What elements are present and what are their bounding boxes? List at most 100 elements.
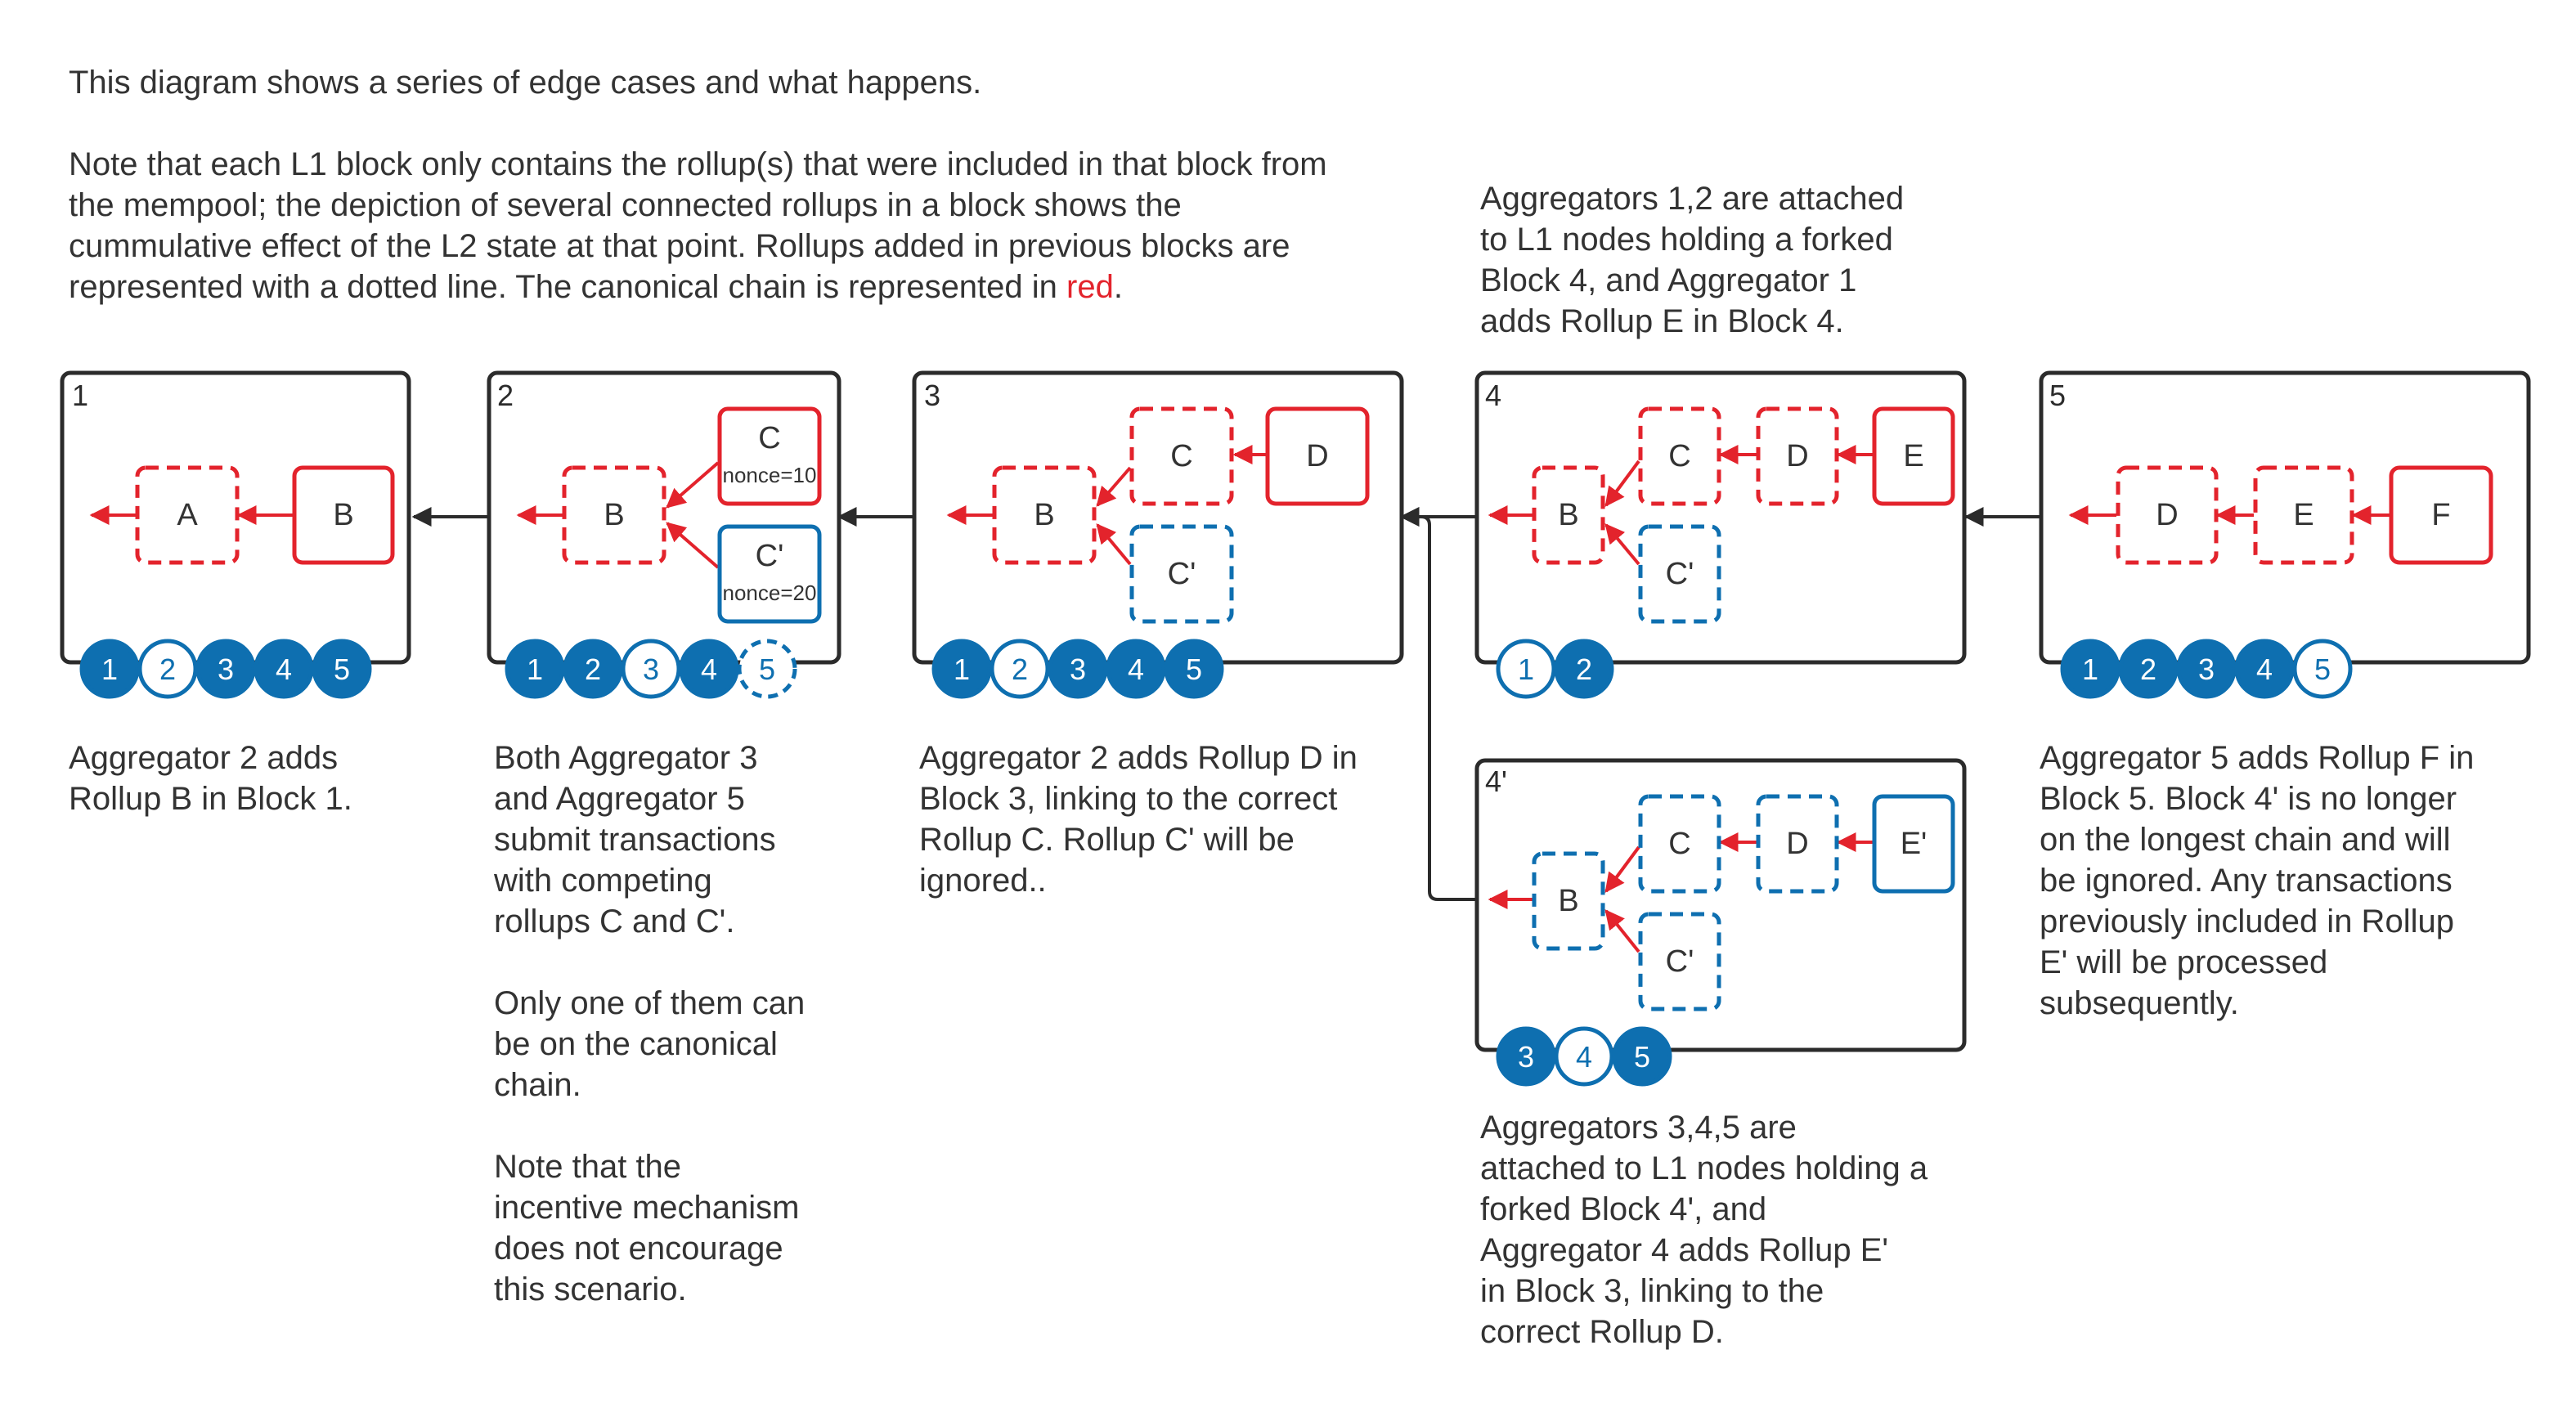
caption-block-1: Aggregator 2 adds Rollup B in Block 1. bbox=[69, 740, 352, 817]
aggregator-badge bbox=[2234, 639, 2295, 699]
aggregator-badge bbox=[990, 639, 1050, 699]
rollup-c-label: C bbox=[1668, 827, 1690, 861]
aggregator-badge-label: 2 bbox=[1012, 652, 1028, 686]
aggregator-badge-label: 5 bbox=[759, 652, 775, 686]
rollup-c-label: C bbox=[758, 421, 780, 455]
block-4-label: 4 bbox=[1485, 379, 1501, 412]
aggregator-badge-label: 5 bbox=[2314, 652, 2331, 686]
block-3-label: 3 bbox=[924, 379, 940, 412]
aggregator-badge bbox=[737, 639, 797, 699]
aggregator-badge-label: 3 bbox=[643, 652, 659, 686]
rollup-link bbox=[666, 461, 720, 509]
rollup-c-prime bbox=[717, 524, 822, 624]
aggregator-badge-label: 1 bbox=[954, 652, 970, 686]
rollup-b-label: B bbox=[333, 498, 353, 532]
rollup-b bbox=[292, 465, 395, 565]
aggregator-badge bbox=[931, 639, 992, 699]
block-5-content: D E F bbox=[2068, 465, 2493, 565]
aggregator-badge bbox=[79, 639, 140, 699]
aggregator-badge bbox=[1612, 1026, 1672, 1087]
aggregator-badge-label: 5 bbox=[1186, 652, 1202, 686]
block-1-content: A B bbox=[89, 465, 395, 565]
aggregator-badge bbox=[679, 639, 739, 699]
aggregator-badge bbox=[312, 639, 372, 699]
rollup-e bbox=[2253, 465, 2354, 565]
intro-note: Note that each L1 block only contains th… bbox=[69, 144, 1327, 307]
rollup-link bbox=[1096, 523, 1132, 566]
aggregator-badge bbox=[2176, 639, 2237, 699]
rollup-c-prime bbox=[1129, 524, 1234, 624]
rollup-d bbox=[1265, 406, 1370, 506]
block-labels: 1 2 3 4 4' 5 bbox=[72, 379, 2066, 798]
aggregator-badge-label: 3 bbox=[2198, 652, 2215, 686]
aggregator-badge bbox=[137, 639, 198, 699]
block-1-label: 1 bbox=[72, 379, 88, 412]
rollup-c-prime-label: C' bbox=[1666, 944, 1694, 979]
rollup-link bbox=[1604, 909, 1640, 953]
rollup-a bbox=[135, 465, 240, 565]
rollup-d-label: D bbox=[1786, 439, 1808, 473]
rollup-b-label: B bbox=[1034, 498, 1054, 532]
rollup-b bbox=[992, 465, 1097, 565]
aggregator-badge-label: 4 bbox=[276, 652, 292, 686]
rollup-d bbox=[1756, 794, 1839, 894]
rollup-d-label: D bbox=[2156, 498, 2178, 532]
rollup-e bbox=[1872, 406, 1955, 506]
rollup-b bbox=[562, 465, 666, 565]
intro-note-red-word: red bbox=[1066, 269, 1114, 305]
rollup-c-prime-label: C' bbox=[1666, 557, 1694, 591]
intro-note-end: . bbox=[1113, 269, 1123, 305]
block-5-label: 5 bbox=[2049, 379, 2066, 412]
aggregator-badge-label: 4 bbox=[1128, 652, 1144, 686]
block-3-content: B C C' D bbox=[946, 406, 1370, 624]
aggregator-badge bbox=[1554, 1026, 1614, 1087]
aggregator-badge bbox=[1048, 639, 1108, 699]
aggregator-badge bbox=[1106, 639, 1166, 699]
caption-block-4-prime: Aggregators 3,4,5 are attached to L1 nod… bbox=[1480, 1110, 1928, 1350]
aggregator-badge bbox=[2292, 639, 2353, 699]
rollup-e-label: E bbox=[1903, 439, 1923, 473]
intro-title: This diagram shows a series of edge case… bbox=[69, 65, 982, 101]
rollup-f-label: F bbox=[2431, 498, 2450, 532]
rollup-b-label: B bbox=[1558, 498, 1578, 532]
rollup-a-label: A bbox=[177, 498, 198, 532]
aggregator-badge-label: 2 bbox=[1576, 652, 1592, 686]
aggregator-badge bbox=[1554, 639, 1614, 699]
aggregator-badge-label: 4 bbox=[2256, 652, 2273, 686]
aggregator-badge-label: 3 bbox=[1518, 1040, 1534, 1074]
aggregator-badge bbox=[2060, 639, 2120, 699]
block-4-prime-label: 4' bbox=[1485, 765, 1507, 798]
aggregator-badge-label: 1 bbox=[527, 652, 543, 686]
aggregator-badge-label: 2 bbox=[2140, 652, 2156, 686]
rollup-c bbox=[1129, 406, 1234, 506]
rollup-d bbox=[2116, 465, 2219, 565]
aggregator-badge bbox=[563, 639, 623, 699]
aggregator-badge-label: 1 bbox=[101, 652, 118, 686]
block-2-content: B C nonce=10 C' nonce=20 bbox=[516, 406, 822, 624]
aggregator-badge bbox=[195, 639, 256, 699]
aggregator-badge-label: 1 bbox=[2082, 652, 2098, 686]
rollup-c bbox=[1638, 794, 1721, 894]
rollup-c-nonce: nonce=10 bbox=[723, 463, 817, 487]
rollup-link bbox=[666, 522, 720, 569]
intro-note-text: Note that each L1 block only contains th… bbox=[69, 146, 1327, 305]
rollup-d-label: D bbox=[1786, 827, 1808, 861]
rollup-f bbox=[2389, 465, 2493, 565]
aggregator-badge-label: 2 bbox=[585, 652, 601, 686]
rollup-e-prime bbox=[1872, 794, 1955, 894]
caption-block-5: Aggregator 5 adds Rollup F in Block 5. B… bbox=[2040, 740, 2475, 1021]
aggregator-badge bbox=[1496, 1026, 1556, 1087]
rollup-c-label: C bbox=[1668, 439, 1690, 473]
aggregator-badge bbox=[2118, 639, 2179, 699]
rollup-d bbox=[1756, 406, 1839, 506]
aggregator-badge-label: 4 bbox=[701, 652, 717, 686]
rollup-c-prime-label: C' bbox=[1168, 557, 1196, 591]
rollup-c bbox=[717, 406, 822, 506]
rollup-c-prime-label: C' bbox=[756, 539, 784, 573]
rollup-link bbox=[1096, 466, 1132, 507]
rollup-b bbox=[1532, 465, 1605, 565]
aggregator-badge-label: 4 bbox=[1576, 1040, 1592, 1074]
block-4-content: B C D E C' bbox=[1488, 406, 1955, 624]
